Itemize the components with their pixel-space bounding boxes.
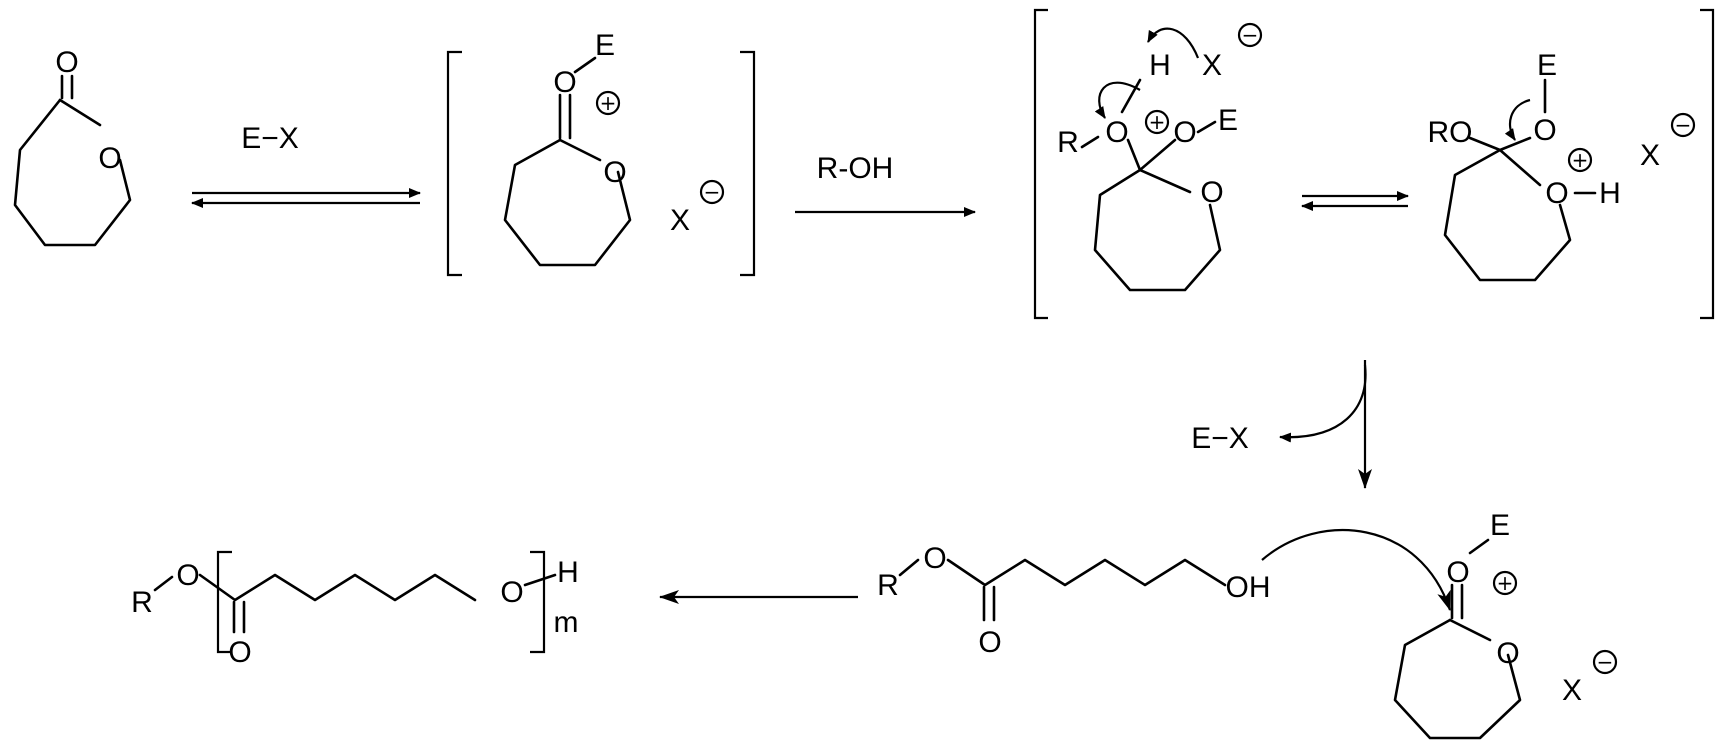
ro-label: RO	[1428, 116, 1473, 149]
plus-charge: +	[600, 91, 617, 115]
activated-carbonyl-oxygen-label: O	[1446, 556, 1469, 589]
curved-arrow-nucleophilic-attack	[1261, 529, 1452, 611]
activated-oxygen-label: O	[1533, 114, 1556, 147]
curved-arrow-bond-cleavage	[1504, 98, 1531, 141]
activated-lactone-regenerated: O E + O X −	[1393, 509, 1618, 740]
chain-oxygen-label: O	[500, 576, 523, 609]
ring-oxygen-label: O	[1496, 637, 1519, 670]
caprolactone: O O	[13, 46, 132, 247]
ring-opened-hydroxy-ester: R O O OH	[877, 529, 1452, 659]
tetrahedral-intermediate-ring-protonated: RO O E O H + X −	[1428, 49, 1696, 282]
ring-oxygen-label: O	[98, 142, 121, 175]
terminal-h-label: H	[557, 556, 579, 589]
curved-arrow-deprotonation	[1147, 27, 1200, 59]
carbonyl-oxygen-label: O	[228, 636, 251, 669]
r-label: R	[131, 586, 153, 619]
activated-lactone-bracketed: O E + O X −	[446, 29, 756, 277]
ester-oxygen-label: O	[923, 542, 946, 575]
carbonyl-oxygen-label: O	[978, 626, 1001, 659]
counterion-x-label: X	[1202, 49, 1222, 82]
ring-oxygen-label: O	[1200, 176, 1223, 209]
ring-proton-label: H	[1599, 177, 1621, 210]
r-label: R	[877, 569, 899, 602]
curved-arrow-bond-to-oxygen	[1094, 81, 1141, 119]
electrophile-label: E	[595, 29, 615, 62]
minus-charge: −	[1242, 23, 1259, 47]
proton-label: H	[1149, 49, 1171, 82]
tetrahedral-intermediate-protonated: R O O E H O + X −	[1057, 22, 1263, 292]
byproduct-ex-label: E−X	[1191, 422, 1249, 455]
electrophile-label: E	[1490, 509, 1510, 542]
electrophile-label: E	[1218, 104, 1238, 137]
release-ex-arrow: E−X	[1191, 360, 1372, 489]
polycaprolactone-product: R O O O H m	[131, 550, 579, 669]
hydroxyl-label: OH	[1226, 571, 1271, 604]
reagent-ex-label: E−X	[241, 122, 299, 155]
equilibrium-arrow-1: E−X	[191, 122, 421, 208]
roh-arrow: R-OH	[795, 152, 976, 217]
plus-charge: +	[1149, 110, 1166, 134]
plus-charge: +	[1497, 571, 1514, 595]
counterion-x-label: X	[670, 204, 690, 237]
r-label: R	[1057, 126, 1079, 159]
carbonyl-oxygen-label: O	[55, 46, 78, 79]
repeat-index-m: m	[554, 606, 579, 639]
electrophile-label: E	[1537, 49, 1557, 82]
minus-charge: −	[704, 180, 721, 204]
counterion-x-label: X	[1562, 674, 1582, 707]
tetrahedral-intermediates-bracketed: R O O E H O + X − RO O	[1033, 8, 1715, 320]
oxonium-oxygen-label: O	[1105, 116, 1128, 149]
ring-oxygen-label: O	[603, 156, 626, 189]
equilibrium-arrow-2	[1301, 191, 1409, 211]
ester-oxygen-label: O	[176, 559, 199, 592]
counterion-x-label: X	[1640, 139, 1660, 172]
reagent-roh-label: R-OH	[817, 152, 894, 185]
ether-oxygen-label: O	[1173, 116, 1196, 149]
ring-oxonium-oxygen-label: O	[1545, 177, 1568, 210]
minus-charge: −	[1597, 650, 1614, 674]
plus-charge: +	[1572, 148, 1589, 172]
minus-charge: −	[1675, 113, 1692, 137]
activated-carbonyl-oxygen-label: O	[553, 66, 576, 99]
